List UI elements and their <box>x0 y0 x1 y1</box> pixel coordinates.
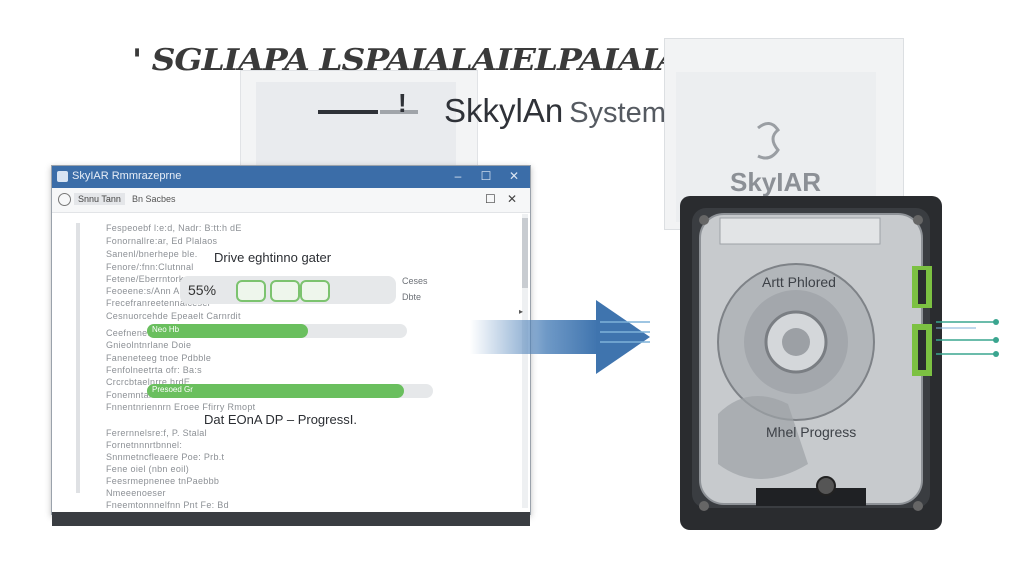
tab-primary[interactable]: Snnu Tann <box>74 193 125 205</box>
list-item: Feoeene:s/Ann Ahmed <box>106 286 204 296</box>
progress-text: Presoed Gr <box>152 385 193 394</box>
toolbar: Snnu Tann Bn Sacbes ☐ ✕ <box>52 188 530 213</box>
percent-label: 55% <box>188 282 217 298</box>
progress-fill <box>147 324 309 338</box>
list-item: Fneemtonnnelfnn Pnt Fe: Bd <box>106 500 229 510</box>
list-item: Fenore/:fnn:Clutnnal <box>106 262 194 272</box>
app-icon <box>57 171 68 182</box>
panel-close-button[interactable]: ✕ <box>507 192 518 206</box>
list-item: Fornetnnnrtbnnel: <box>106 440 183 450</box>
list-item: Faneneteeg tnoe Pdbble <box>106 353 212 363</box>
status-chip <box>300 280 330 302</box>
settings-icon[interactable] <box>58 193 71 206</box>
brand-exclamation: ! <box>398 88 407 118</box>
side-label: Ceses <box>402 276 428 286</box>
scroll-arrow-icon[interactable]: ▸ <box>519 307 524 316</box>
list-item: Feesrmepnenee tnPaebbb <box>106 476 220 486</box>
app-window: SkyIAR Rmmrazeprne – ☐ ✕ Snnu Tann Bn Sa… <box>51 165 531 526</box>
list-item: Gnieolntnrlane Doie <box>106 340 192 350</box>
progress-fill <box>147 384 405 398</box>
tree-guide <box>76 223 80 493</box>
maximize-button[interactable]: ☐ <box>480 169 492 183</box>
close-button[interactable]: ✕ <box>508 169 520 183</box>
progress-text: Neo Hb <box>152 325 180 334</box>
drive-label: Drive eghtinno gater <box>214 250 332 265</box>
list-item: Fonemntaner <box>106 390 163 400</box>
list-item: Fnnentnriennrn Eroee Ffirry Rmopt <box>106 402 256 412</box>
list-item: Ferernnelsre:f, P. Stalal <box>106 428 207 438</box>
status-chip <box>270 280 300 302</box>
restore-button[interactable]: ☐ <box>485 192 496 206</box>
brand-mark-icon <box>318 110 418 114</box>
ghost-logo-icon <box>757 122 781 160</box>
tab-secondary[interactable]: Bn Sacbes <box>132 194 176 204</box>
scrollbar[interactable] <box>522 214 528 508</box>
status-bar <box>52 512 530 526</box>
title-bar[interactable]: SkyIAR Rmmrazeprne – ☐ ✕ <box>52 166 530 188</box>
list-item: Fene oiel (nbn eoil) <box>106 464 190 474</box>
list-item: Fetene/Eberrntorkese <box>106 274 200 284</box>
list-item: Crcrcbtaelnrre hrdE <box>106 377 191 387</box>
status-chip <box>236 280 266 302</box>
brand-name: SkkylAn <box>444 92 564 129</box>
brand-suffix: System <box>569 97 666 129</box>
ghost-brand-text: SkyIAR <box>730 167 822 197</box>
list-item: Fespeoebf l:e:d, Nadr: B:tt:h dE <box>106 223 242 233</box>
list-item: Ceefnenete <box>106 328 156 338</box>
list-item: Cesnuorcehde Epeaelt Carnrdit <box>106 311 241 321</box>
list-item: Nmeeenoeser <box>106 488 166 498</box>
connector-lines-icon <box>936 319 999 357</box>
transfer-arrow-icon <box>470 300 650 374</box>
list-item: Snnmetncfleaere Poe: Prb.t <box>106 452 225 462</box>
data-progress-label: Dat EOnA DP – ProgressI. <box>204 412 357 427</box>
scrollbar-thumb[interactable] <box>522 218 528 288</box>
hard-drive-icon <box>680 196 942 530</box>
list-item: Fenfolneetrta ofr: Ba:s <box>106 365 202 375</box>
minimize-button[interactable]: – <box>454 169 462 183</box>
hdd-label-bottom: Mhel Progress <box>766 424 857 440</box>
list-item: Sanenl/bnerhepe ble. <box>106 249 198 259</box>
window-title: SkyIAR Rmmrazeprne <box>72 170 182 182</box>
side-label: Dbte <box>402 292 422 302</box>
hdd-label-top: Artt Phlored <box>762 274 836 290</box>
list-item: Frecefranreetennaiceser <box>106 298 211 308</box>
list-item: Fonornallre:ar, Ed Plalaos <box>106 236 218 246</box>
